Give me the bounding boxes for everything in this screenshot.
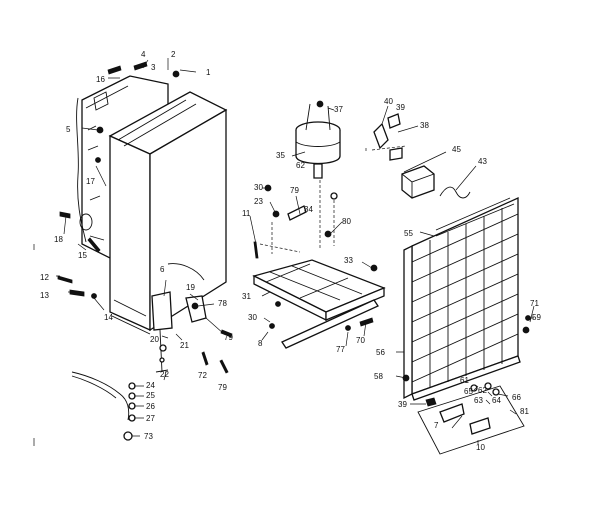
callout-1: 1 bbox=[206, 68, 211, 77]
callout-4: 4 bbox=[141, 50, 146, 59]
callout-59: 59 bbox=[532, 313, 541, 322]
callout-21: 21 bbox=[180, 341, 189, 350]
callout-73: 73 bbox=[144, 432, 153, 441]
callout-77: 77 bbox=[336, 345, 345, 354]
callout-37: 37 bbox=[334, 105, 343, 114]
callout-31: 31 bbox=[242, 292, 251, 301]
callout-16: 16 bbox=[96, 75, 105, 84]
callout-65: 65 bbox=[464, 387, 473, 396]
callout-70: 70 bbox=[356, 336, 365, 345]
callout-39-b: 39 bbox=[398, 400, 407, 409]
callout-3: 3 bbox=[151, 63, 156, 72]
callout-39-a: 39 bbox=[396, 103, 405, 112]
callout-61: 61 bbox=[460, 376, 469, 385]
callout-25: 25 bbox=[146, 391, 155, 400]
cabinet-liner bbox=[108, 91, 228, 335]
callout-30-b: 30 bbox=[248, 313, 257, 322]
callout-12: 12 bbox=[40, 273, 49, 282]
callout-20: 20 bbox=[150, 335, 159, 344]
callout-13: 13 bbox=[40, 291, 49, 300]
callout-79-b: 79 bbox=[218, 383, 227, 392]
callout-79-a: 79 bbox=[224, 333, 233, 342]
condenser bbox=[403, 196, 521, 401]
drain-pan bbox=[402, 315, 531, 455]
callout-58: 58 bbox=[374, 372, 383, 381]
callout-45: 45 bbox=[452, 145, 461, 154]
callout-22: 22 bbox=[160, 370, 169, 379]
callout-11: 11 bbox=[242, 209, 251, 218]
callout-14: 14 bbox=[104, 313, 113, 322]
screws-left bbox=[57, 61, 233, 374]
callout-55: 55 bbox=[404, 229, 413, 238]
callout-30-a: 30 bbox=[254, 183, 263, 192]
callout-27: 27 bbox=[146, 414, 155, 423]
callout-19: 19 bbox=[186, 283, 195, 292]
callout-71: 71 bbox=[530, 299, 539, 308]
callout-10: 10 bbox=[476, 443, 485, 452]
callout-5: 5 bbox=[66, 125, 71, 134]
overload-relay-parts bbox=[365, 113, 471, 199]
callout-7: 7 bbox=[434, 421, 439, 430]
callout-56: 56 bbox=[376, 348, 385, 357]
wiring-harness bbox=[71, 371, 136, 441]
callout-62: 62 bbox=[296, 161, 305, 170]
callout-23: 23 bbox=[254, 197, 263, 206]
callout-72: 72 bbox=[198, 371, 207, 380]
compressor bbox=[295, 100, 341, 179]
compressor-base-frame bbox=[252, 259, 386, 349]
callout-80: 80 bbox=[342, 217, 351, 226]
callout-63: 63 bbox=[474, 396, 483, 405]
callout-26: 26 bbox=[146, 402, 155, 411]
callout-18: 18 bbox=[54, 235, 63, 244]
callout-6: 6 bbox=[160, 265, 165, 274]
callout-34: 34 bbox=[304, 205, 313, 214]
callout-24: 24 bbox=[146, 381, 155, 390]
callout-33: 33 bbox=[344, 256, 353, 265]
callout-labels: 1 2 3 4 16 5 17 18 15 6 19 78 12 13 14 2… bbox=[40, 50, 541, 452]
callout-8: 8 bbox=[258, 339, 263, 348]
callout-43: 43 bbox=[478, 157, 487, 166]
callout-40: 40 bbox=[384, 97, 393, 106]
leader-lines bbox=[56, 58, 535, 444]
callout-2: 2 bbox=[171, 50, 176, 59]
callout-38: 38 bbox=[420, 121, 429, 130]
compressor-mounts bbox=[253, 180, 378, 272]
callout-15: 15 bbox=[78, 251, 87, 260]
callout-78: 78 bbox=[218, 299, 227, 308]
callout-66: 66 bbox=[512, 393, 521, 402]
callout-35: 35 bbox=[276, 151, 285, 160]
callout-17: 17 bbox=[86, 177, 95, 186]
callout-64: 64 bbox=[492, 396, 501, 405]
callout-62-b: 62 bbox=[478, 386, 487, 395]
callout-79-c: 79 bbox=[290, 186, 299, 195]
callout-81: 81 bbox=[520, 407, 529, 416]
